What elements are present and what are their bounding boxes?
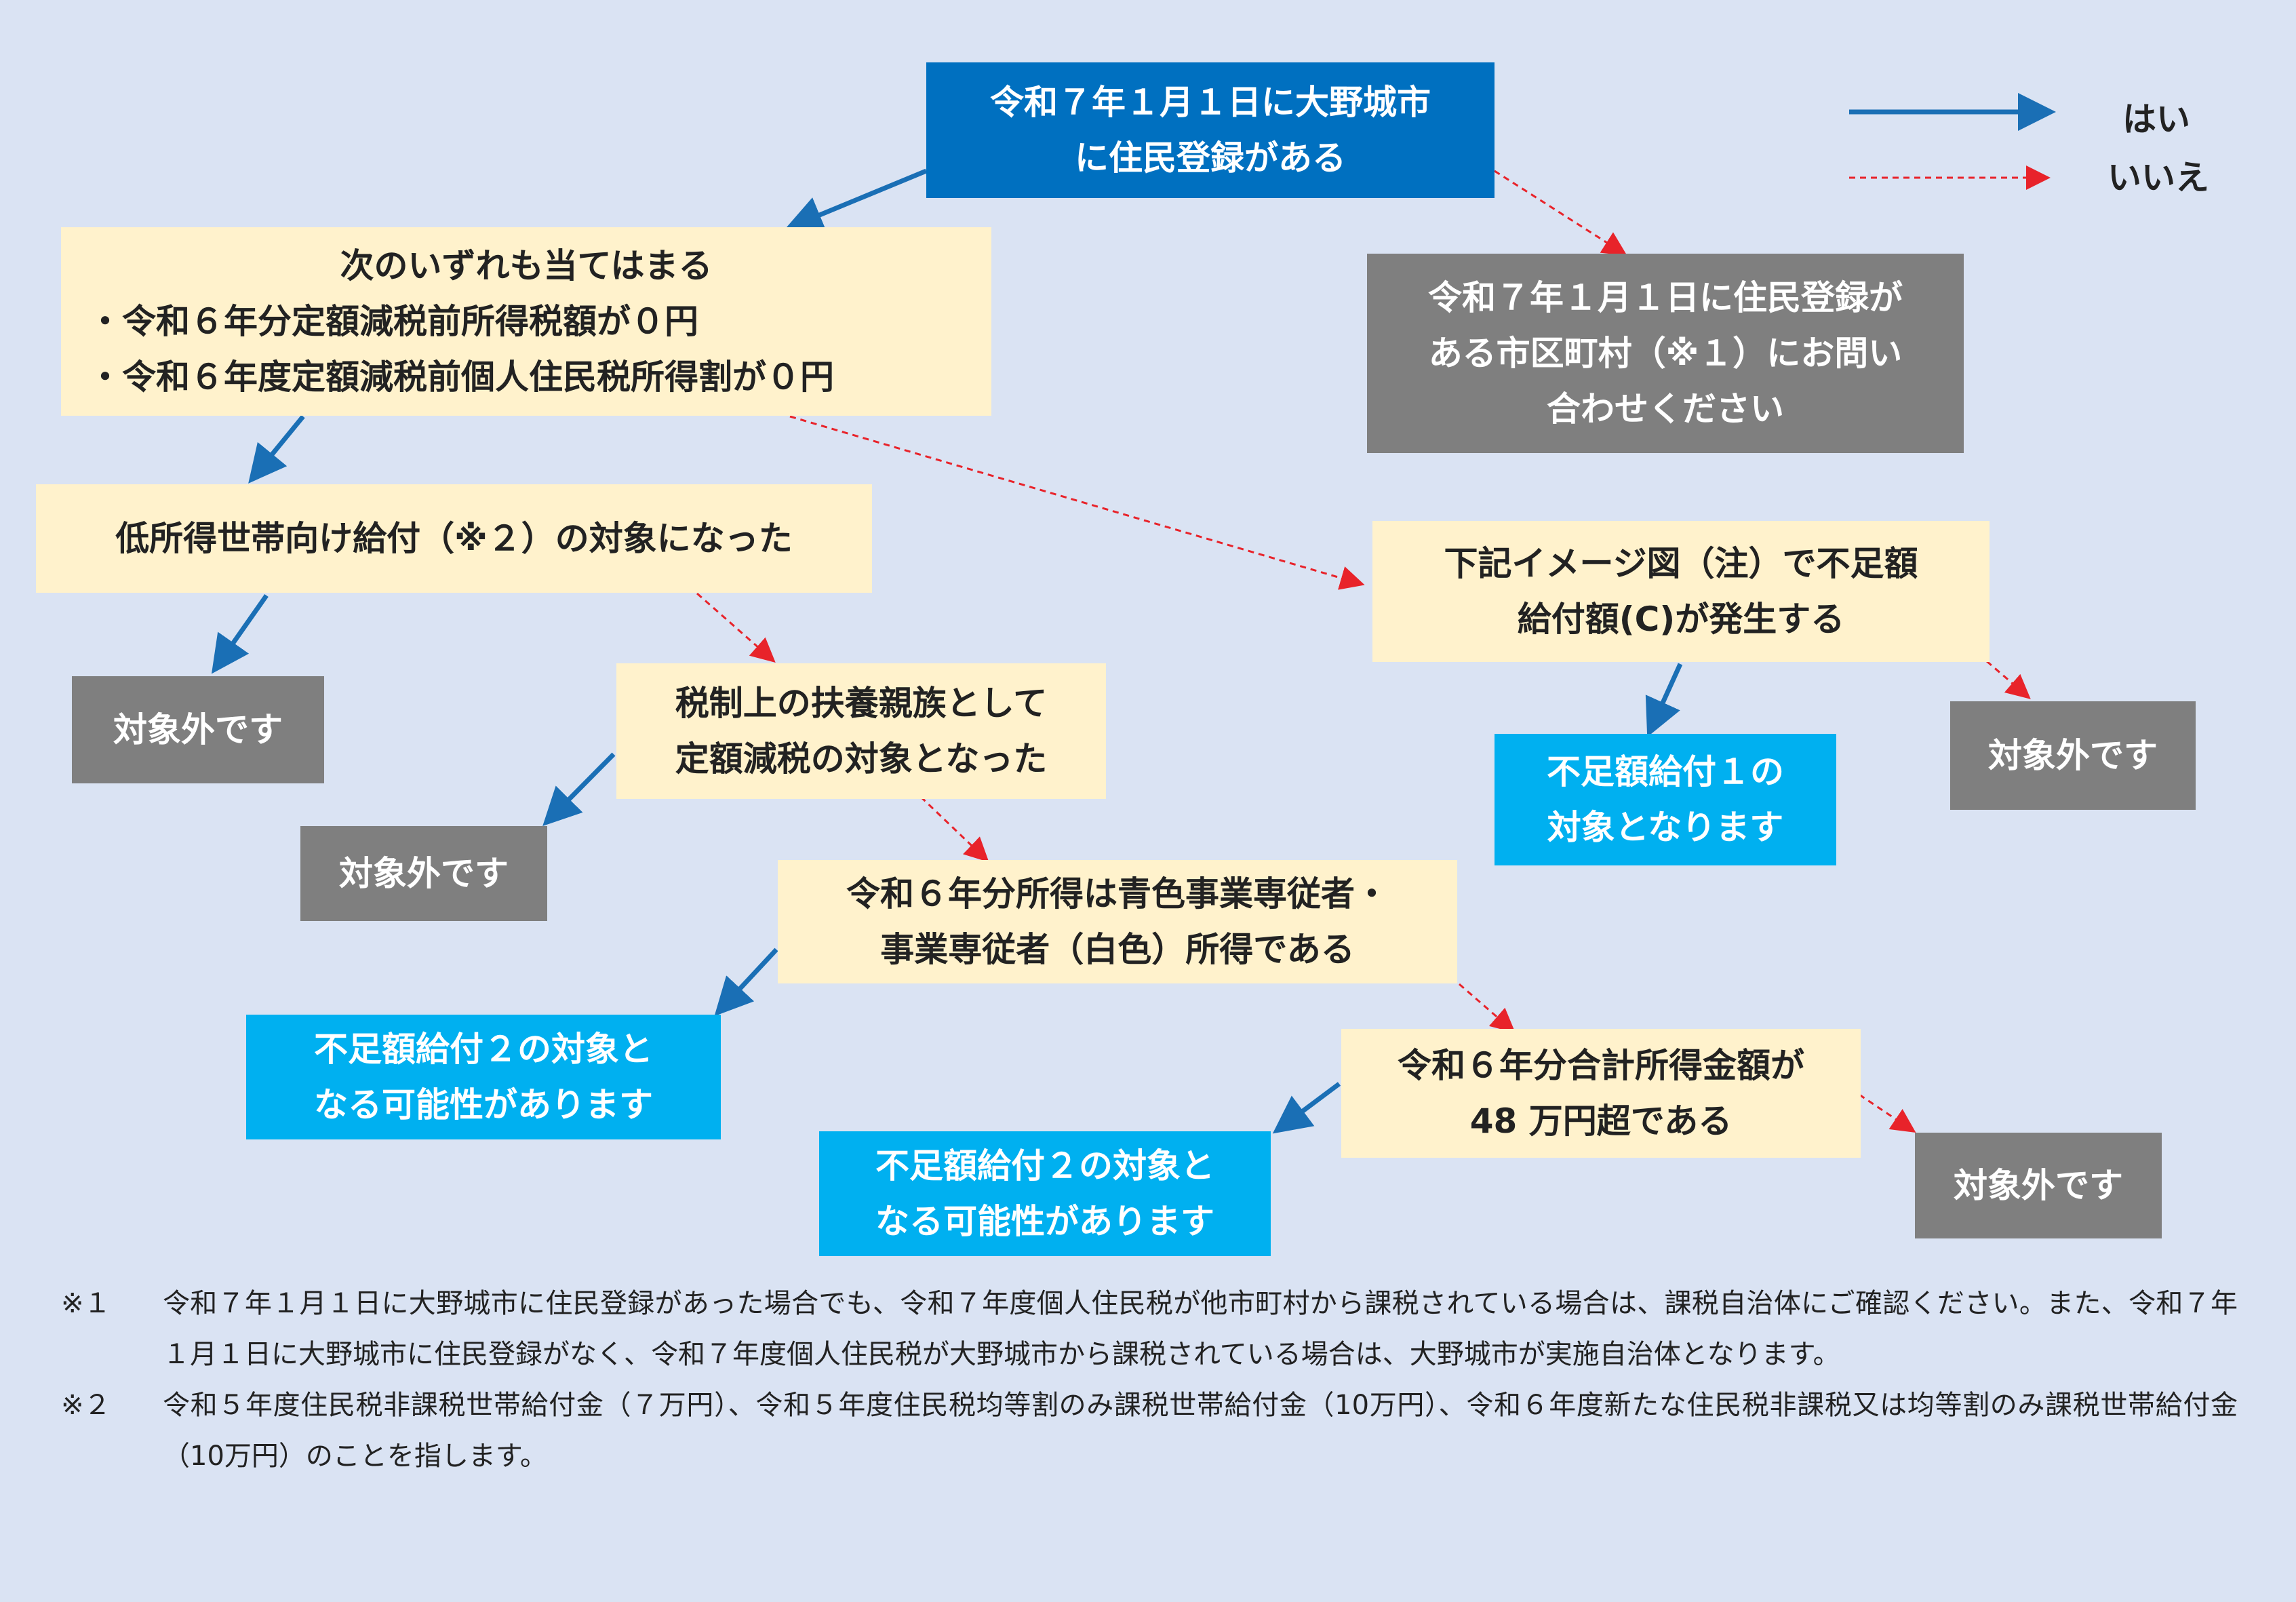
condition-total-income-over-480k: 令和６年分合計所得金額が 48 万円超である: [1341, 1029, 1861, 1158]
yes-arrow-conditions-to-low-income: [248, 414, 305, 484]
not-eligible-result-2: 対象外です: [300, 826, 547, 921]
footnote-1: ※１ 令和７年１月１日に大野城市に住民登録があった場合でも、令和７年度個人住民税…: [61, 1278, 2238, 1380]
legend-yes-label: はい: [2122, 100, 2190, 139]
condition-low-income-benefit: 低所得世帯向け給付（※２）の対象になった: [36, 484, 872, 593]
yes-arrow-shortfall-to-benefit: [1645, 663, 1683, 737]
no-arrow-family-employee-to-total-income: [1459, 983, 1516, 1033]
start-question-registered-in-onojo: 令和７年１月１日に大野城市 に住民登録がある: [926, 62, 1495, 198]
yes-arrow-dependent-to-not-eligible: [542, 752, 616, 826]
footnote-1-mark: ※１: [61, 1288, 111, 1319]
footnotes: ※１ 令和７年１月１日に大野城市に住民登録があった場合でも、令和７年度個人住民税…: [61, 1278, 2238, 1482]
no-arrow-dependent-to-family-employee: [919, 796, 989, 863]
not-eligible-result-4: 対象外です: [1915, 1133, 2162, 1238]
no-arrow-total-income-to-not-eligible: [1859, 1093, 1916, 1133]
condition-dependent-tax-reduction: 税制上の扶養親族として 定額減税の対象となった: [616, 663, 1106, 799]
footnote-1-text: 令和７年１月１日に大野城市に住民登録があった場合でも、令和７年度個人住民税が他市…: [163, 1288, 2238, 1370]
not-eligible-result-3: 対象外です: [1950, 701, 2196, 810]
yes-arrow-family-employee-to-benefit: [714, 947, 778, 1017]
footnote-2-text: 令和５年度住民税非課税世帯給付金（７万円）、令和５年度住民税均等割のみ課税世帯給…: [163, 1390, 2238, 1472]
yes-arrow-total-income-to-benefit: [1272, 1082, 1341, 1134]
no-arrow-start-to-other-city: [1494, 170, 1627, 256]
not-eligible-result-1: 対象外です: [72, 676, 324, 783]
result-shortfall-benefit-1: 不足額給付１の 対象となります: [1495, 734, 1836, 865]
footnote-2-mark: ※２: [61, 1390, 111, 1421]
result-possible-shortfall-benefit-2b: 不足額給付２の対象と なる可能性があります: [819, 1131, 1271, 1256]
yes-arrow-low-income-to-not-eligible: [211, 593, 269, 674]
result-possible-shortfall-benefit-2a: 不足額給付２の対象と なる可能性があります: [246, 1015, 721, 1139]
condition-family-employee-income: 令和６年分所得は青色事業専従者・ 事業専従者（白色）所得である: [778, 860, 1457, 983]
condition-zero-tax: 次のいずれも当てはまる ・令和６年分定額減税前所得税額が０円 ・令和６年度定額減…: [61, 227, 991, 416]
ask-other-municipality: 令和７年１月１日に住民登録が ある市区町村（※１）にお問い 合わせください: [1367, 254, 1964, 453]
footnote-2: ※２ 令和５年度住民税非課税世帯給付金（７万円）、令和５年度住民税均等割のみ課税…: [61, 1380, 2238, 1482]
no-arrow-conditions-to-shortfall: [789, 415, 1365, 590]
legend-no-label: いいえ: [2107, 158, 2209, 197]
condition-shortfall-occurs: 下記イメージ図（注）で不足額 給付額(C)が発生する: [1372, 521, 1990, 662]
no-arrow-shortfall-to-not-eligible: [1986, 660, 2031, 699]
yes-arrow-start-to-conditions: [785, 168, 928, 233]
no-arrow-low-income-to-dependent: [696, 592, 776, 663]
